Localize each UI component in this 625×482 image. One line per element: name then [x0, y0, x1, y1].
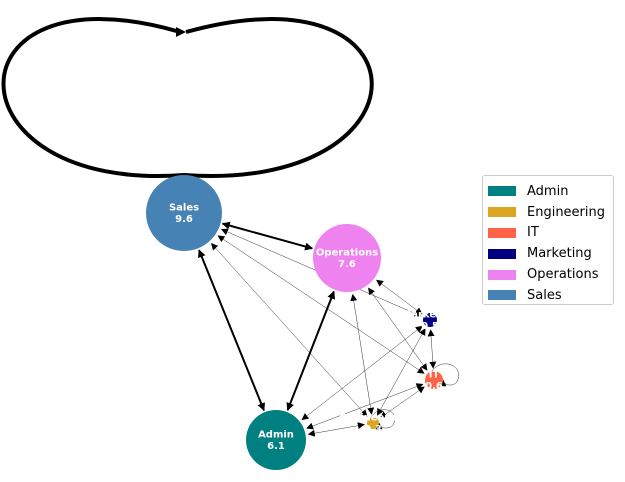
legend-item-it: IT: [488, 223, 613, 244]
edge-sales-admin: [198, 249, 265, 412]
edge-admin-engineering: [307, 422, 365, 437]
legend-swatch-operations: [488, 269, 516, 280]
node-engineering-circle: [367, 417, 379, 429]
node-it-value: 0.6: [425, 381, 443, 392]
edge-sales-sales-arrowhead: [176, 27, 186, 37]
node-admin-name: Admin: [258, 430, 294, 441]
legend-label: Sales: [527, 287, 562, 303]
node-it-circle: [425, 371, 443, 389]
legend-swatch-marketing: [488, 248, 516, 259]
node-operations-circle: [313, 224, 381, 292]
legend-label: Operations: [527, 267, 599, 283]
legend-item-sales: Sales: [488, 285, 613, 306]
node-it: IT0.6: [425, 370, 443, 392]
node-marketing-value: 0.5: [421, 321, 439, 332]
node-operations-name: Operations: [316, 248, 378, 259]
legend-label: IT: [527, 225, 539, 241]
edge-it-it: [431, 363, 459, 387]
node-operations-value: 7.6: [338, 259, 356, 270]
legend-label: Marketing: [527, 246, 592, 262]
node-sales-value: 9.6: [175, 214, 193, 225]
edge-marketing-engineering: [377, 328, 426, 416]
edge-operations-admin: [286, 290, 336, 411]
node-admin-value: 6.1: [267, 441, 285, 452]
legend-swatch-sales: [488, 290, 516, 301]
legend-label: Engineering: [527, 204, 605, 220]
node-admin-circle: [246, 410, 306, 470]
legend-swatch-admin: [488, 186, 516, 197]
node-marketing-circle: [423, 313, 437, 327]
legend-item-marketing: Marketing: [488, 243, 613, 264]
edge-sales-sales: [1, 17, 374, 179]
edge-sales-operations: [221, 221, 314, 251]
edge-engineering-engineering: [370, 409, 395, 430]
node-marketing-name: Marketing: [401, 310, 458, 321]
network-graph: Sales9.6Operations7.6Admin6.1Marketing0.…: [1, 17, 459, 470]
legend-swatch-it: [488, 227, 516, 238]
node-sales-circle: [146, 175, 222, 251]
legend-item-admin: Admin: [488, 181, 613, 202]
edge-it-engineering: [379, 386, 425, 419]
legend-swatch-engineering: [488, 207, 516, 218]
edge-marketing-it: [427, 329, 437, 369]
legend-item-engineering: Engineering: [488, 202, 613, 223]
legend-label: Admin: [527, 183, 569, 199]
node-engineering-name: Engineering: [339, 413, 407, 424]
node-sales-name: Sales: [169, 203, 199, 214]
legend-item-operations: Operations: [488, 264, 613, 285]
edges-layer: [1, 17, 459, 437]
node-it-name: IT: [429, 370, 440, 381]
edge-operations-engineering: [350, 293, 375, 415]
node-engineering-value: 0.3: [364, 424, 382, 435]
edge-admin-marketing: [301, 325, 423, 421]
nodes-layer: Sales9.6Operations7.6Admin6.1Marketing0.…: [146, 175, 459, 470]
